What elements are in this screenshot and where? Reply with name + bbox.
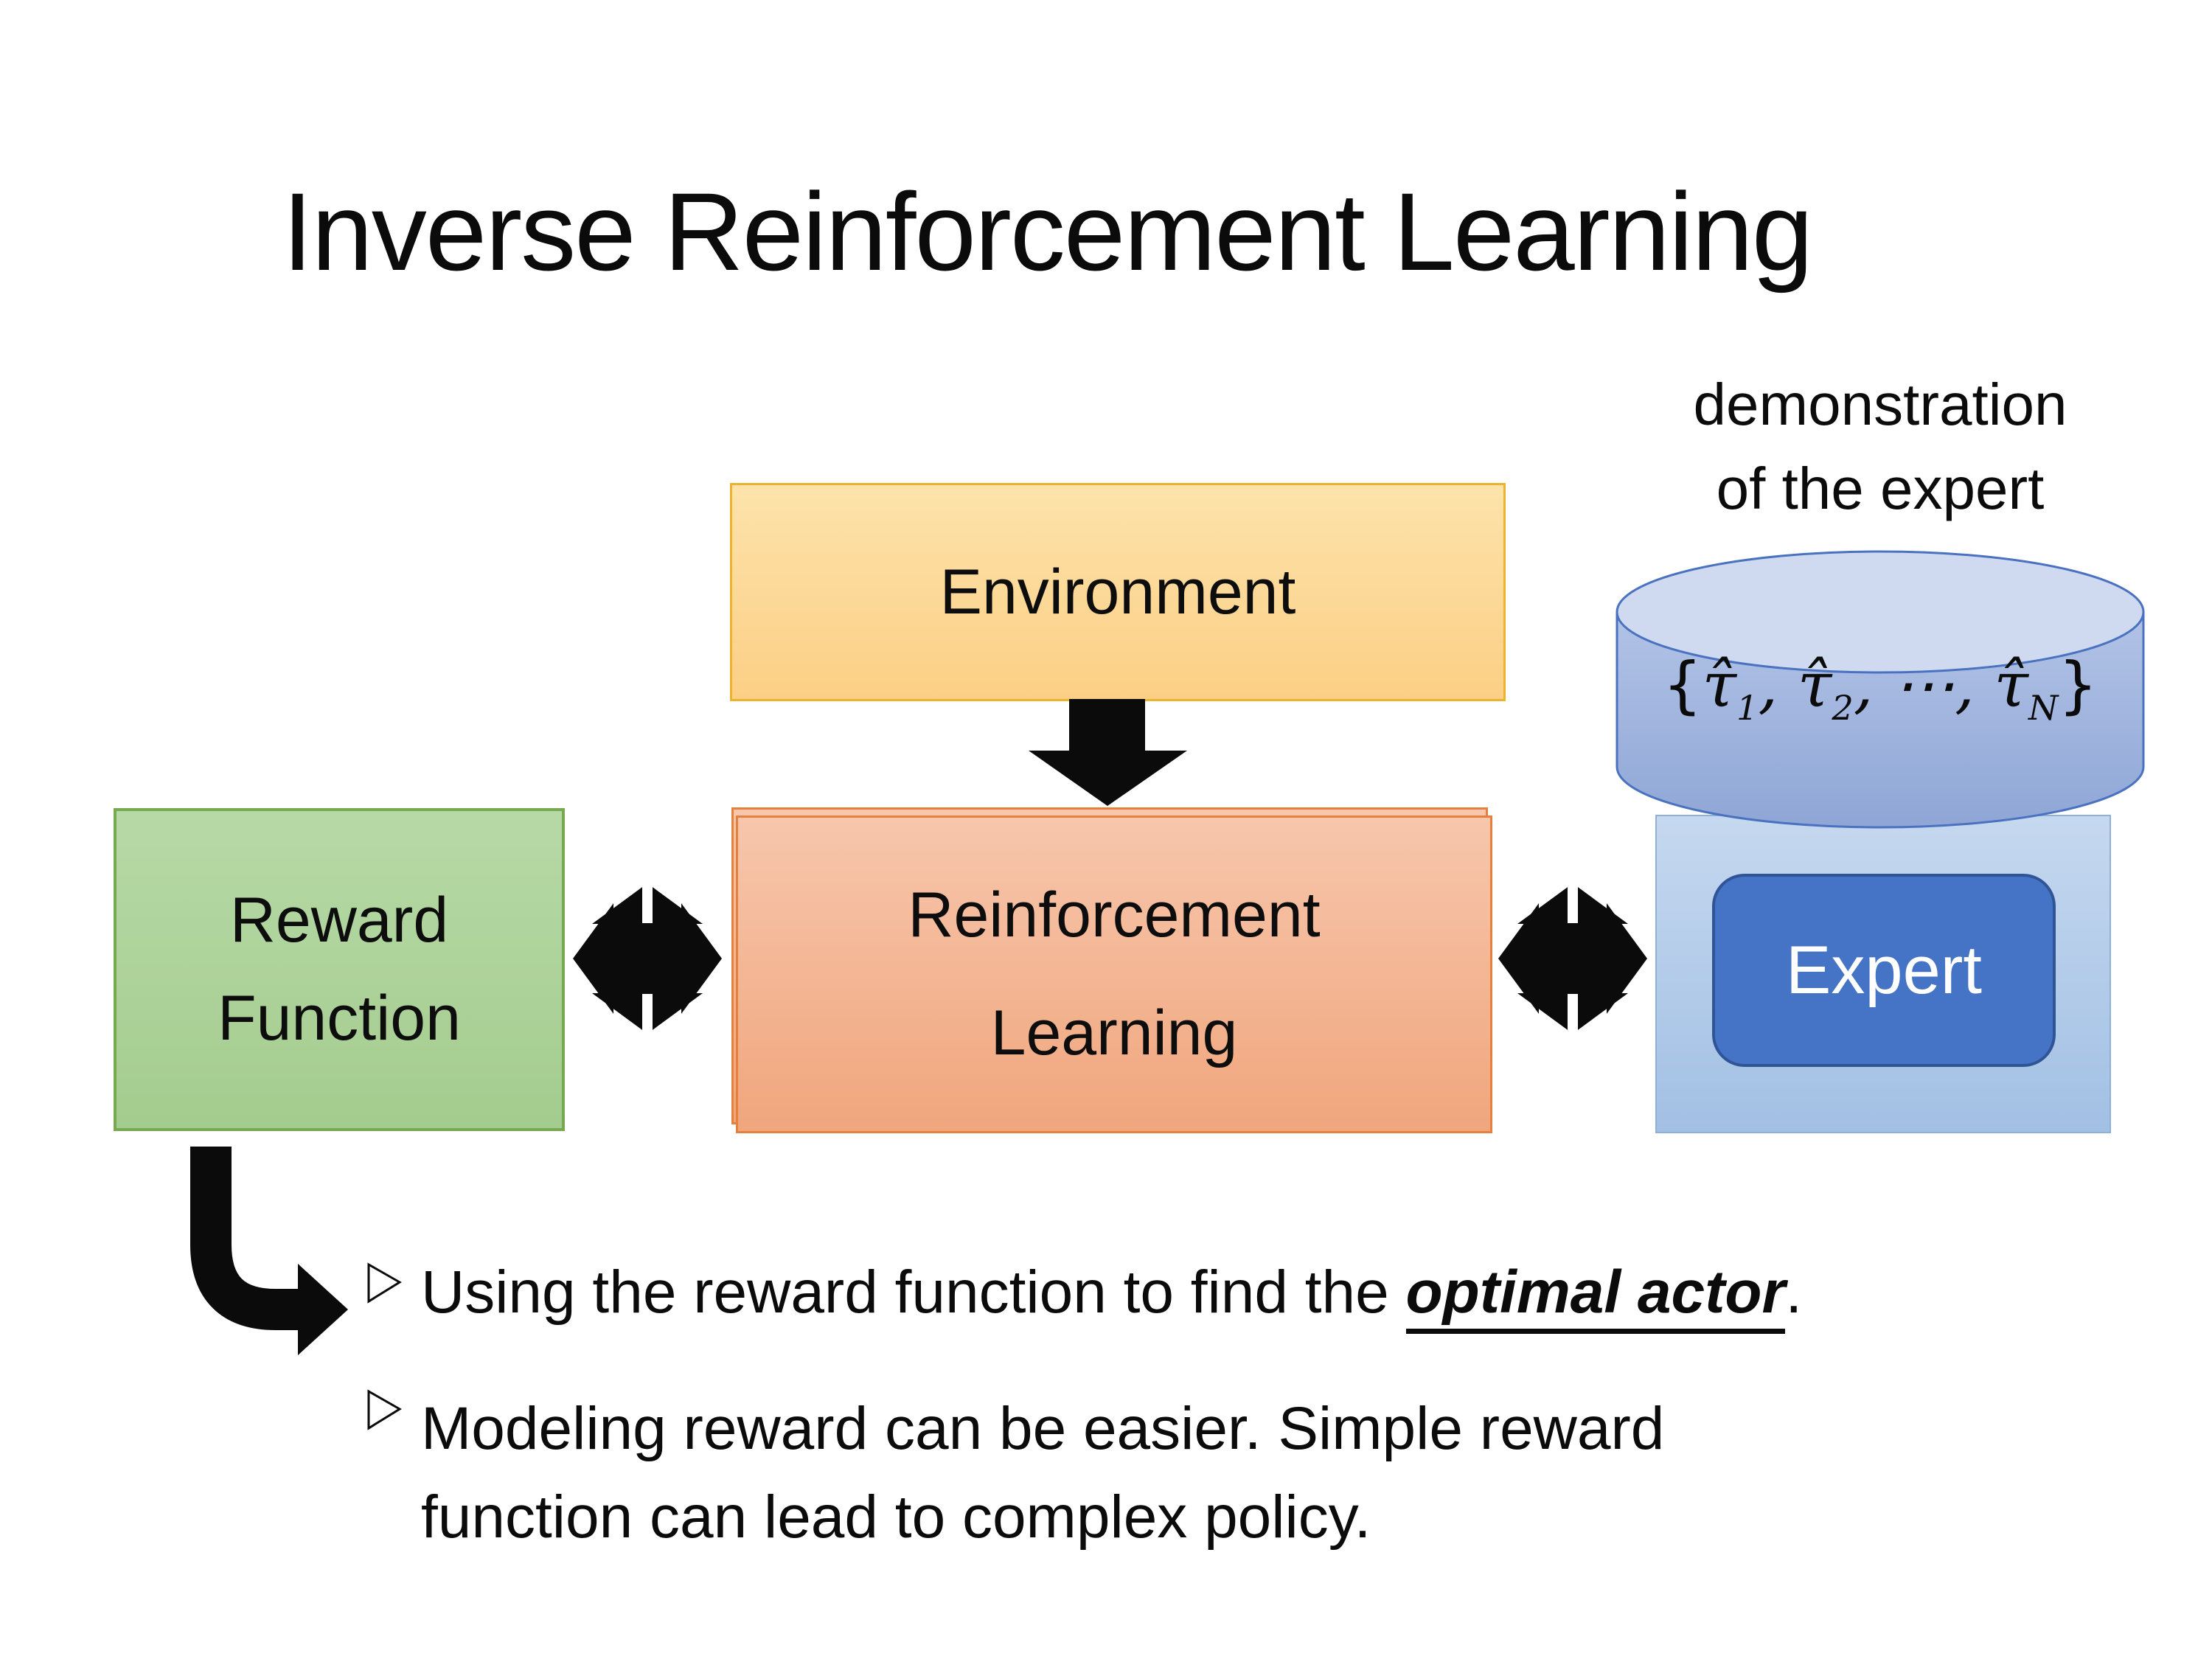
reinforcement-learning-label-line1: Reinforcement <box>908 880 1321 951</box>
formula-tau1: τ̂ <box>1702 649 1737 721</box>
double-arrow-icon-right <box>1498 883 1647 1034</box>
trajectory-set-formula: {τ̂1, τ̂2, ⋯, τ̂N} <box>1622 649 2138 728</box>
double-arrow-icon-left <box>573 883 722 1034</box>
arrowhead-bullet-icon <box>367 1262 402 1304</box>
bullet-1-text: Using the reward function to find the op… <box>421 1258 1803 1334</box>
formula-comma2: , <box>1853 649 1874 721</box>
reward-function-label-line1: Reward <box>229 884 449 956</box>
bullet-2-line1: Modeling reward can be easier. Simple re… <box>421 1395 1665 1462</box>
reward-function-box: Reward Function <box>114 808 565 1131</box>
demonstration-label-line2: of the expert <box>1716 455 2045 521</box>
reinforcement-learning-label-line2: Learning <box>990 997 1238 1068</box>
environment-box: Environment <box>730 483 1506 701</box>
bullet-item-2: Modeling reward can be easier. Simple re… <box>366 1385 1664 1561</box>
arrowhead-bullet-icon <box>367 1389 402 1430</box>
demonstration-label-line1: demonstration <box>1693 372 2067 437</box>
reinforcement-learning-box: Reinforcement Learning <box>736 815 1492 1133</box>
expert-label: Expert <box>1786 932 1982 1008</box>
bullet-1-emphasis: optimal actor <box>1405 1259 1786 1334</box>
expert-box: Expert <box>1712 874 2056 1067</box>
elbow-arrow-icon <box>190 1147 348 1355</box>
formula-subN: N <box>2028 687 2059 728</box>
bullet-1-post: . <box>1785 1259 1803 1326</box>
formula-sub1: 1 <box>1736 687 1759 728</box>
reward-function-label-line2: Function <box>218 983 461 1054</box>
bullet-1-pre: Using the reward function to find the <box>421 1259 1406 1326</box>
bullet-2-text: Modeling reward can be easier. Simple re… <box>421 1385 1664 1561</box>
down-arrow-icon <box>1029 699 1187 806</box>
formula-tauN: τ̂ <box>1994 649 2029 721</box>
formula-comma1: , <box>1758 649 1778 721</box>
formula-sub2: 2 <box>1832 687 1854 728</box>
environment-label: Environment <box>939 556 1296 627</box>
formula-tau2: τ̂ <box>1797 649 1832 721</box>
formula-open-brace: { <box>1663 649 1703 721</box>
formula-dots: ⋯ <box>1893 649 1955 721</box>
demonstration-label: demonstration of the expert <box>1585 363 2175 530</box>
bullet-item-1: Using the reward function to find the op… <box>366 1258 1803 1334</box>
formula-comma3: , <box>1955 649 1975 721</box>
formula-close-brace: } <box>2058 649 2098 721</box>
database-cylinder-icon <box>1615 550 2145 829</box>
bullet-2-line2: function can lead to complex policy. <box>421 1483 1371 1551</box>
page-title: Inverse Reinforcement Learning <box>282 170 1814 293</box>
